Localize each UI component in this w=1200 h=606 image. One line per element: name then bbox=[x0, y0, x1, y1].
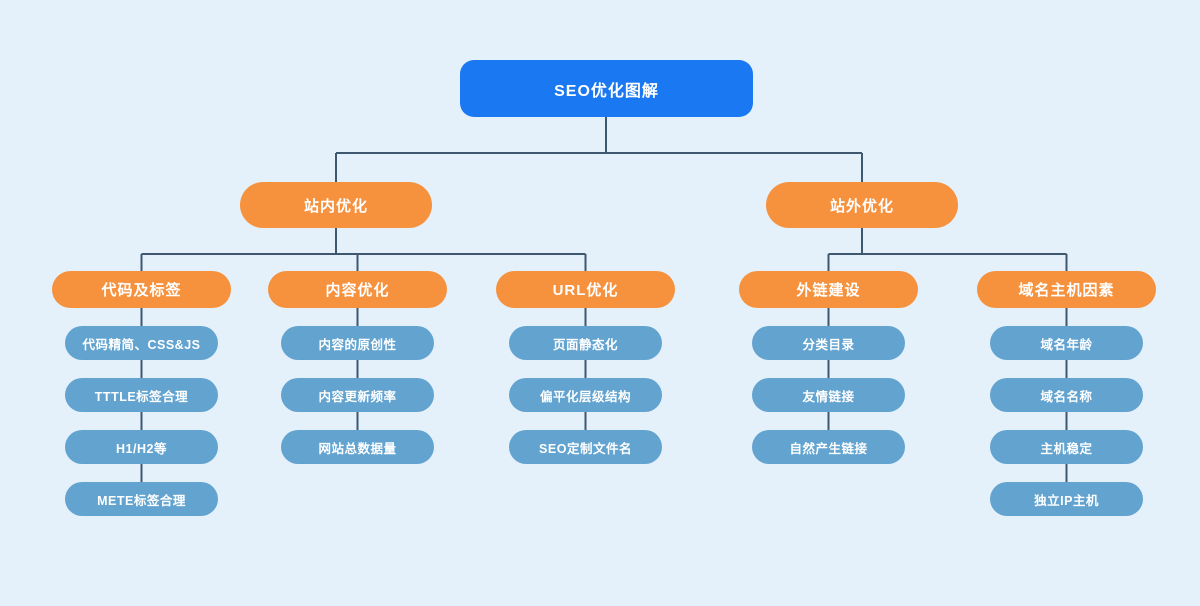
leaf-node: 页面静态化 bbox=[509, 326, 662, 360]
leaf-node: H1/H2等 bbox=[65, 430, 218, 464]
leaf-node: 内容更新频率 bbox=[281, 378, 434, 412]
leaf-node: 主机稳定 bbox=[990, 430, 1143, 464]
column-header-content: 内容优化 bbox=[268, 271, 447, 308]
column-header-domain-host: 域名主机因素 bbox=[977, 271, 1156, 308]
column-header-code-tags: 代码及标签 bbox=[52, 271, 231, 308]
branch-node-onsite: 站内优化 bbox=[240, 182, 432, 228]
branch-node-offsite: 站外优化 bbox=[766, 182, 958, 228]
column-header-backlinks: 外链建设 bbox=[739, 271, 918, 308]
leaf-node: 独立IP主机 bbox=[990, 482, 1143, 516]
leaf-node: 网站总数据量 bbox=[281, 430, 434, 464]
leaf-node: SEO定制文件名 bbox=[509, 430, 662, 464]
leaf-node: METE标签合理 bbox=[65, 482, 218, 516]
leaf-node: 友情链接 bbox=[752, 378, 905, 412]
leaf-node: 分类目录 bbox=[752, 326, 905, 360]
leaf-node: 域名名称 bbox=[990, 378, 1143, 412]
leaf-node: 代码精简、CSS&JS bbox=[65, 326, 218, 360]
leaf-node: TTTLE标签合理 bbox=[65, 378, 218, 412]
leaf-node: 域名年龄 bbox=[990, 326, 1143, 360]
leaf-node: 偏平化层级结构 bbox=[509, 378, 662, 412]
leaf-node: 内容的原创性 bbox=[281, 326, 434, 360]
column-header-url: URL优化 bbox=[496, 271, 675, 308]
leaf-node: 自然产生链接 bbox=[752, 430, 905, 464]
root-node: SEO优化图解 bbox=[460, 60, 753, 117]
